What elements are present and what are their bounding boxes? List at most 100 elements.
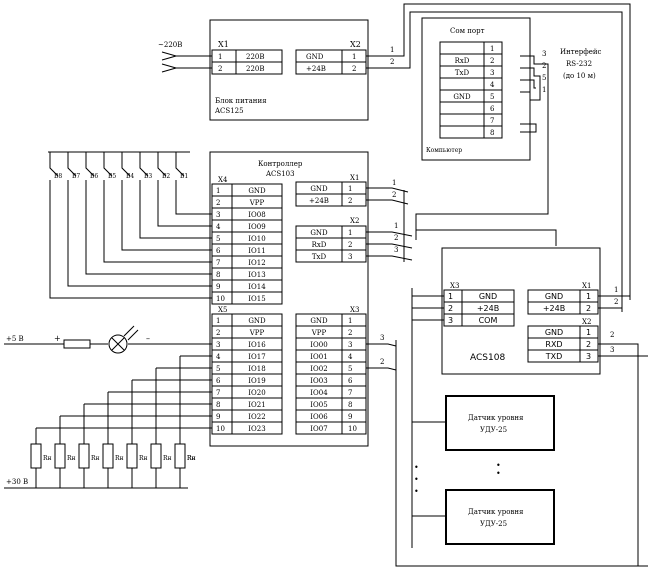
controller-x5-label: X5 (218, 306, 227, 314)
ctrl-x5-signal-1: GND (248, 317, 266, 325)
level-sensor-2-box (445, 489, 555, 545)
ctrl-x5-signal-8: IO21 (248, 401, 265, 409)
acs108-x1-label: X1 (582, 282, 591, 290)
minus-sign: – (146, 334, 150, 343)
acs-x1-signal-1: GND (545, 292, 563, 301)
ctrl-x4-pin-10: 10 (216, 295, 225, 303)
ctrl-x5-signal-6: IO19 (248, 377, 265, 385)
wires (366, 3, 648, 567)
ctrl-x3-signal-7: IO04 (310, 389, 328, 397)
ctrl-x3-signal-5: IO02 (310, 365, 327, 373)
load-resistor-4 (102, 443, 114, 469)
interface-wire-1: 1 (542, 86, 546, 94)
ctrl-x3-pin-8: 8 (348, 401, 352, 409)
ctrl-x3-pin-6: 6 (348, 377, 353, 385)
ctrl-x3-signal-4: IO01 (310, 353, 327, 361)
ctrl-x4-pin-9: 9 (216, 283, 220, 291)
acs-x1-signal-2: +24В (543, 304, 565, 313)
ctrl-x5-pin-2: 2 (216, 329, 220, 337)
ctrl-x2-signal-3: TxD (312, 253, 327, 261)
ctrl-x4-pin-1: 1 (216, 187, 220, 195)
power-unit-model: ACS125 (214, 107, 244, 115)
controller-title: Контроллер (258, 160, 303, 168)
ctrl-x5-pin-1: 1 (216, 317, 220, 325)
wire-numbers: 1 2 1 2 1 2 3 3 2 1 2 2 3 (380, 46, 618, 366)
ctrl-x2-signal-1: GND (310, 229, 328, 237)
button-wire-В1 (175, 152, 212, 215)
interface-name: Интерфейс (560, 48, 602, 56)
ctrl-x5-signal-9: IO22 (248, 413, 265, 421)
controller: Контроллер ACS103 X4 X1 X2 X5 X3 1GND2+2… (209, 151, 369, 447)
computer-caption: Компьютер (426, 147, 462, 154)
ctrl-x3-pin-1: 1 (348, 317, 352, 325)
ctrl-x4-pin-6: 6 (216, 247, 221, 255)
power-x2-label: X2 (350, 40, 361, 49)
acs-x3-pin-1: 1 (448, 292, 453, 301)
load-resistor-label-6: Rн (163, 455, 172, 462)
svg-text:1: 1 (394, 222, 398, 230)
ctrl-x5-pin-3: 3 (216, 341, 220, 349)
power-x1-pin-1: 1 (218, 53, 222, 61)
com-pin-4: 4 (490, 81, 495, 89)
power-x1-signal-2: 220В (246, 65, 265, 73)
svg-text:3: 3 (610, 346, 614, 354)
load-resistor-label-2: Rн (67, 455, 76, 462)
svg-text:2: 2 (614, 298, 618, 306)
com-pin-8: 8 (490, 129, 494, 137)
ctrl-x5-signal-3: IO16 (248, 341, 266, 349)
acs-x3-signal-3: COM (479, 316, 498, 325)
com-pin-5: 5 (490, 93, 494, 101)
button-label-6: В6 (90, 173, 98, 180)
com-signal-3: TxD (455, 69, 470, 77)
svg-text:•: • (496, 461, 501, 470)
lamp-symbol (111, 337, 125, 351)
ctrl-x3-signal-2: VPP (311, 329, 327, 337)
mains-input-label: ~220В (158, 41, 182, 49)
ctrl-x3-pin-10: 10 (348, 425, 357, 433)
load-resistor-8 (174, 443, 186, 469)
load-resistor-label-7: Rн (187, 455, 196, 462)
ctrl-x3-signal-1: GND (310, 317, 328, 325)
ctrl-x4-signal-4: IO09 (248, 223, 265, 231)
load-resistor-3 (78, 443, 90, 469)
ctrl-x2-pin-2: 2 (348, 241, 352, 249)
ctrl-x5-signal-7: IO20 (248, 389, 265, 397)
acs-x2-signal-2: RXD (545, 340, 562, 349)
ctrl-x5-signal-10: IO23 (248, 425, 265, 433)
acs108-name: ACS108 (470, 353, 505, 363)
acs-x2-pin-3: 3 (586, 352, 591, 361)
ctrl-x4-pin-8: 8 (216, 271, 220, 279)
ctrl-x1-pin-2: 2 (348, 197, 352, 205)
button-label-4: В4 (126, 173, 134, 180)
ctrl-x2-pin-3: 3 (348, 253, 352, 261)
ctrl-x3-signal-9: IO06 (310, 413, 328, 421)
ctrl-x5-pin-6: 6 (216, 377, 221, 385)
controller-x3-label: X3 (350, 306, 359, 314)
button-label-5: В5 (108, 173, 116, 180)
button-label-2: В2 (162, 173, 170, 180)
ctrl-x4-signal-10: IO15 (248, 295, 265, 303)
button-label-3: В3 (144, 173, 152, 180)
controller-model: ACS103 (265, 170, 295, 178)
power-x2-pin-1: 1 (352, 53, 356, 61)
ctrl-x4-signal-1: GND (248, 187, 266, 195)
ctrl-x3-pin-5: 5 (348, 365, 352, 373)
button-wire-В7 (67, 152, 212, 287)
ctrl-x5-signal-5: IO18 (248, 365, 265, 373)
level-sensor-1-model: УДУ-25 (480, 426, 507, 434)
button-label-7: В7 (72, 173, 80, 180)
controller-x3-connector: 1GND2VPP3IO004IO015IO026IO037IO048IO059I… (295, 313, 367, 435)
load-resistor-1 (30, 443, 42, 469)
power-x1-signal-1: 220В (246, 53, 265, 61)
controller-x4-label: X4 (218, 176, 228, 184)
button-wire-В2 (157, 152, 212, 227)
acs-x2-pin-1: 1 (586, 328, 591, 337)
load-resistor-5 (126, 443, 138, 469)
plus-sign: + (54, 334, 61, 343)
